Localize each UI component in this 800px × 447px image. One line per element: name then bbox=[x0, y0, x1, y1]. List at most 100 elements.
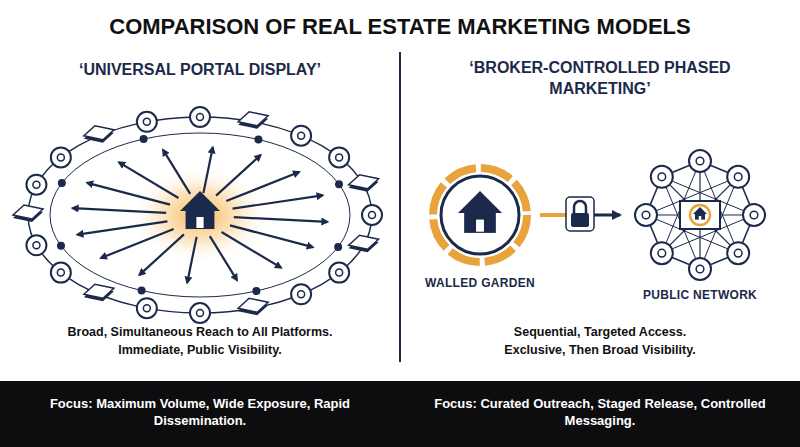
garden-ring bbox=[433, 168, 527, 262]
platform-glyph bbox=[658, 173, 666, 181]
platform-icon bbox=[651, 242, 673, 264]
platform-glyph bbox=[734, 173, 742, 181]
tablet-screen bbox=[84, 126, 114, 140]
platform-glyph bbox=[336, 154, 343, 161]
tablet-screen bbox=[238, 298, 268, 312]
tablet-screen bbox=[349, 235, 379, 249]
house-body bbox=[695, 213, 705, 220]
panel-caption: Exclusive, Then Broad Visibility. bbox=[410, 342, 790, 358]
house-body bbox=[186, 210, 215, 229]
panel-caption: Broad, Simultaneous Reach to All Platfor… bbox=[10, 324, 390, 340]
ring-dot bbox=[140, 135, 148, 143]
house-door bbox=[699, 216, 702, 220]
ring-dot bbox=[335, 180, 343, 188]
panel-heading: ‘UNIVERSAL PORTAL DISPLAY’ bbox=[20, 60, 380, 81]
platform-glyph bbox=[658, 249, 666, 257]
platform-icon bbox=[651, 166, 673, 188]
house-door bbox=[196, 217, 203, 228]
platform-glyph bbox=[57, 154, 64, 161]
reach-arrow bbox=[222, 232, 282, 268]
house-body bbox=[464, 212, 496, 233]
outer-ring bbox=[28, 117, 372, 313]
platform-icon bbox=[190, 107, 210, 127]
platform-icon bbox=[51, 147, 71, 167]
platform-icon bbox=[26, 235, 46, 255]
platform-icon bbox=[291, 126, 311, 146]
platform-glyph bbox=[33, 181, 40, 188]
reach-arrow bbox=[226, 172, 299, 201]
platform-glyph bbox=[696, 265, 704, 273]
lock-shackle bbox=[574, 201, 586, 213]
tablet-screen bbox=[84, 284, 114, 298]
orange-segment bbox=[540, 213, 566, 217]
reach-arrow bbox=[77, 221, 167, 234]
platform-glyph bbox=[369, 212, 376, 219]
ring-dot bbox=[58, 179, 66, 187]
platform-glyph bbox=[197, 310, 204, 317]
reach-arrow bbox=[73, 208, 167, 213]
lock-frame bbox=[566, 197, 594, 231]
platform-glyph bbox=[642, 211, 650, 219]
house-roof bbox=[180, 191, 220, 211]
house-roof bbox=[693, 207, 707, 214]
reach-arrow bbox=[119, 162, 179, 198]
tablet-screen bbox=[349, 175, 379, 189]
platform-icon bbox=[137, 112, 157, 132]
portal-network bbox=[13, 107, 382, 323]
garden-icon bbox=[420, 160, 540, 270]
platform-glyph bbox=[197, 114, 204, 121]
platform-icon bbox=[727, 166, 749, 188]
platform-icon bbox=[329, 263, 349, 283]
reach-arrow bbox=[163, 150, 190, 194]
house-door bbox=[476, 220, 484, 232]
platform-glyph bbox=[143, 118, 150, 125]
platform-icon bbox=[26, 175, 46, 195]
platform-icon bbox=[190, 303, 210, 323]
center-ring bbox=[690, 205, 710, 225]
reach-arrow bbox=[187, 237, 196, 283]
node-label: PUBLIC NETWORK bbox=[616, 288, 784, 302]
platform-glyph bbox=[298, 291, 305, 298]
platform-icon bbox=[727, 242, 749, 264]
platform-icon bbox=[51, 263, 71, 283]
reach-arrow bbox=[234, 217, 328, 222]
platform-glyph bbox=[734, 249, 742, 257]
platform-icon bbox=[137, 298, 157, 318]
platform-glyph bbox=[33, 242, 40, 249]
panel-caption: Immediate, Public Visibility. bbox=[10, 342, 390, 358]
platform-glyph bbox=[298, 132, 305, 139]
network-node: PUBLIC NETWORK bbox=[620, 148, 780, 302]
node-label: WALLED GARDEN bbox=[416, 276, 544, 290]
platform-icon bbox=[362, 205, 382, 225]
focus-note: Focus: Maximum Volume, Wide Exposure, Ra… bbox=[30, 396, 370, 430]
ring-dot bbox=[138, 287, 146, 295]
platform-glyph bbox=[336, 269, 343, 276]
footer-bar bbox=[0, 381, 800, 447]
inner-ring bbox=[50, 133, 350, 297]
reach-arrow bbox=[210, 236, 237, 280]
reach-arrow bbox=[101, 229, 174, 258]
lock-body bbox=[571, 213, 589, 227]
reach-arrow bbox=[203, 147, 212, 193]
platform-glyph bbox=[696, 157, 704, 165]
ring-dot bbox=[334, 243, 342, 251]
focus-note: Focus: Curated Outreach, Staged Release,… bbox=[430, 396, 770, 430]
network-icon bbox=[620, 148, 780, 282]
ring-dot bbox=[57, 242, 65, 250]
divider bbox=[399, 52, 401, 362]
platform-icon bbox=[329, 147, 349, 167]
platform-glyph bbox=[57, 269, 64, 276]
platform-glyph bbox=[750, 211, 758, 219]
house-roof bbox=[458, 191, 502, 213]
platform-icon bbox=[291, 284, 311, 304]
garden-wall bbox=[441, 176, 519, 254]
platform-icon bbox=[743, 204, 765, 226]
platform-icon bbox=[689, 258, 711, 280]
panel-heading: ‘BROKER-CONTROLLED PHASED MARKETING’ bbox=[450, 58, 750, 100]
center-tablet bbox=[680, 201, 720, 229]
platform-icon bbox=[635, 204, 657, 226]
walled-garden-node: WALLED GARDEN bbox=[420, 160, 540, 290]
tablet-screen bbox=[238, 112, 268, 126]
platform-glyph bbox=[143, 305, 150, 312]
panel-caption: Sequential, Targeted Access. bbox=[410, 324, 790, 340]
